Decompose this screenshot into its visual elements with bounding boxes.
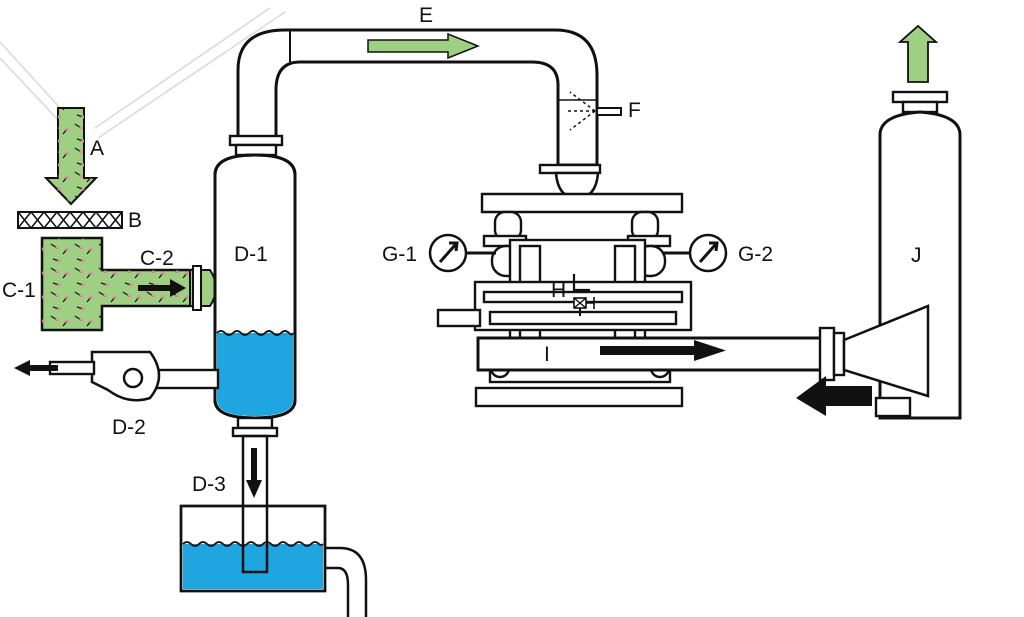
label-i: I (544, 343, 550, 366)
gauge-g1 (428, 233, 496, 273)
guide-lines (0, 7, 286, 139)
drain-d3 (179, 434, 368, 617)
gauge-g2 (662, 233, 728, 273)
label-c1: C-1 (2, 279, 36, 302)
blower-d2 (14, 350, 220, 402)
label-f: F (628, 99, 641, 122)
labels: A B C-1 C-2 D-1 D-2 D-3 E F G-1 G-2 H I … (2, 4, 922, 496)
pressure-gauge-icon (438, 241, 459, 263)
label-c2: C-2 (140, 247, 174, 270)
label-g2: G-2 (738, 243, 773, 266)
label-j: J (911, 244, 922, 267)
spray-nozzle-icon (566, 91, 596, 131)
screen-b (17, 210, 123, 230)
label-e: E (419, 4, 433, 27)
valve-icon (586, 297, 595, 309)
label-d1: D-1 (234, 243, 268, 266)
vacuum-pump (436, 163, 846, 408)
flow-arrow-c2 (138, 279, 186, 297)
label-a: A (90, 137, 104, 160)
valve-h (572, 274, 595, 316)
separator-d1 (213, 134, 297, 438)
pipe-e (236, 28, 599, 167)
spray-nozzle-f (566, 91, 622, 131)
feed-arrow-a (43, 107, 99, 206)
label-d2: D-2 (112, 416, 146, 439)
hopper-c1 (40, 236, 217, 332)
label-g1: G-1 (382, 243, 417, 266)
label-h: H (551, 279, 566, 302)
label-b: B (128, 209, 142, 232)
pressure-gauge-icon (698, 241, 719, 263)
label-d3: D-3 (192, 473, 226, 496)
silencer-j (796, 24, 962, 420)
